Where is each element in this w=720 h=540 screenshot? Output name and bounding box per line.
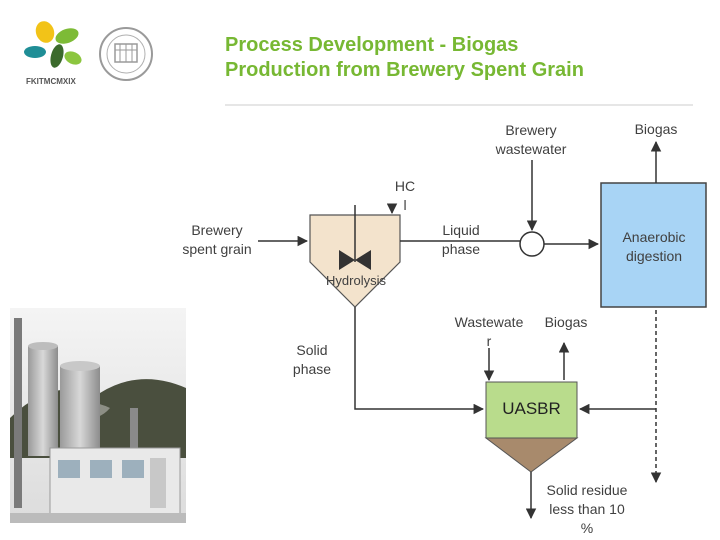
label-biogas-top: Biogas bbox=[634, 121, 678, 137]
label-solid-residue: Solid residue less than 10 % bbox=[546, 482, 628, 536]
label-uasbr: UASBR bbox=[502, 399, 561, 418]
logo-text: FKITMCMXIX bbox=[26, 77, 76, 86]
label-anaerobic-digestion: Anaerobic digestion bbox=[622, 229, 686, 264]
label-hydrolysis: Hydrolysis bbox=[326, 273, 386, 288]
title-line-2: Production from Brewery Spent Grain bbox=[225, 59, 584, 81]
label-biogas-uasbr: Biogas bbox=[544, 314, 588, 330]
anaerobic-digestion-tank bbox=[600, 182, 707, 308]
university-crest-icon bbox=[98, 26, 154, 87]
solid-phase-line bbox=[354, 307, 485, 415]
label-solid-phase: Solid phase bbox=[292, 342, 332, 377]
uasbr-reactor bbox=[485, 381, 578, 439]
label-liquid-phase: Liquid phase bbox=[441, 222, 481, 257]
agitator-icon bbox=[339, 250, 371, 270]
uasbr-cone bbox=[484, 437, 579, 473]
brewery-plant-photo bbox=[10, 308, 186, 523]
page-title: Process Development - Biogas Production … bbox=[225, 33, 584, 83]
label-brewery-wastewater: Brewery wastewater bbox=[495, 122, 567, 157]
pump-icon bbox=[519, 231, 545, 257]
label-wastewater: Wastewate r bbox=[454, 314, 524, 349]
title-divider bbox=[225, 104, 693, 106]
label-hcl: HC l bbox=[394, 178, 416, 213]
title-line-1: Process Development - Biogas bbox=[225, 34, 519, 56]
label-brewery-spent-grain: Brewery spent grain bbox=[182, 222, 252, 257]
university-logo: FKITMCMXIX bbox=[23, 18, 93, 93]
